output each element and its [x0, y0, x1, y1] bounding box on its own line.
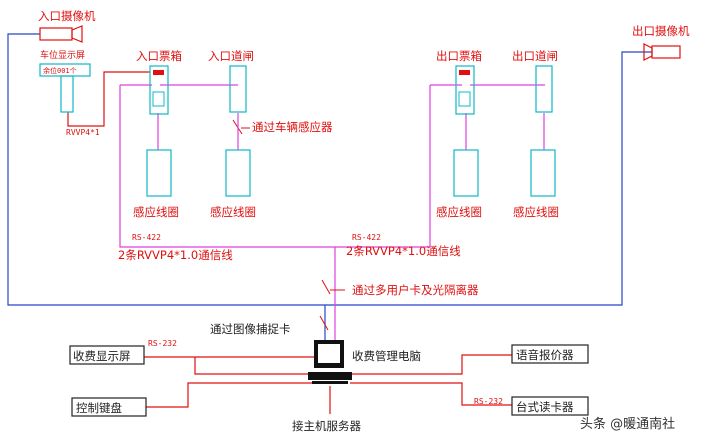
exit-gate-label: 出口道闸 — [512, 49, 558, 63]
watermark: 头条 @暖通南社 — [580, 416, 675, 432]
exit-camera: 出口摄像机 — [632, 24, 690, 61]
entry-ticket-panel — [152, 91, 165, 107]
comm-line-left-label: 2条RVVP4*1.0通信线 — [118, 248, 233, 262]
pc-to-card-reader — [350, 382, 512, 406]
entry-video-line — [7, 33, 326, 340]
pc-to-fee-display — [194, 357, 320, 375]
space-display-label: 车位显示屏 — [40, 49, 85, 61]
pc-keyboard — [312, 381, 348, 384]
exit-gate-body — [535, 65, 553, 113]
loop-2-label: 感应线圈 — [210, 205, 256, 219]
exit-ticket-slot — [459, 70, 470, 75]
loop-1-box — [146, 149, 172, 197]
entry-camera: 入口摄像机 — [38, 9, 96, 43]
comm-bus — [119, 85, 431, 248]
keyboard-frame — [71, 397, 147, 417]
pc-to-keyboard — [146, 382, 320, 408]
space-display-pole — [60, 75, 74, 113]
rs422-left-label: RS-422 — [132, 233, 161, 242]
vehicle-sensor-note: 通过车辆感应器 — [252, 120, 333, 134]
loop-3-box — [453, 149, 479, 197]
exit-ticket-panel — [458, 91, 471, 107]
comm-line-right-label: 2条RVVP4*1.0通信线 — [346, 244, 461, 258]
loop-4-label: 感应线圈 — [513, 205, 559, 219]
entry-ticket-box-body — [149, 65, 169, 115]
card-reader-label: 台式读卡器 — [516, 400, 574, 414]
rs232-left-label: RS-232 — [148, 339, 177, 348]
entry-ticket-slot — [153, 70, 164, 75]
entry-ticket-box: 入口票箱 — [136, 49, 182, 115]
space-display-screen-text: 余位001个 — [43, 66, 77, 75]
loop-4-box — [530, 149, 556, 197]
fee-display: 收费显示屏 — [69, 345, 145, 365]
camera-icon — [39, 25, 83, 43]
server-label: 接主机服务器 — [292, 419, 361, 433]
sensor-wires — [157, 113, 545, 150]
rs232-right-label: RS-232 — [474, 397, 503, 406]
entry-ticket-box-label: 入口票箱 — [136, 49, 182, 63]
comm-lines — [119, 84, 545, 340]
control-lines — [67, 71, 512, 408]
monitor-screen — [318, 344, 340, 363]
pc-base — [308, 372, 352, 380]
pc-label: 收费管理电脑 — [352, 349, 421, 363]
loop-1-label: 感应线圈 — [133, 205, 179, 219]
display-cable-line — [67, 71, 150, 127]
induction-loops — [146, 149, 556, 197]
voice-box: 语音报价器 — [511, 344, 589, 364]
entry-gate-body — [229, 65, 247, 113]
exit-ticket-box-label: 出口票箱 — [436, 49, 482, 63]
fee-display-box — [69, 345, 145, 365]
space-display: 车位显示屏 余位001个 RVVP4*1 — [39, 49, 100, 137]
entry-gate: 入口道闸 通过车辆感应器 — [208, 49, 333, 134]
card-reader-box: 台式读卡器 — [511, 396, 589, 416]
exit-ticket-box: 出口票箱 — [436, 49, 482, 115]
entry-gate-label: 入口道闸 — [208, 49, 254, 63]
isolator-note: 通过多用户卡及光隔离器 — [352, 283, 479, 297]
card-reader-frame — [511, 396, 589, 416]
capture-card-note: 通过图像捕捉卡 — [210, 322, 291, 336]
voice-frame — [511, 344, 589, 364]
exit-ticket-box-body — [455, 65, 475, 115]
video-lines — [7, 33, 652, 340]
display-cable-label: RVVP4*1 — [66, 128, 100, 137]
exit-camera-label: 出口摄像机 — [632, 24, 690, 38]
keyboard-box: 控制键盘 — [71, 397, 147, 417]
computer-icon — [308, 340, 352, 384]
rs422-right-label: RS-422 — [352, 233, 381, 242]
exit-video-line — [325, 51, 652, 306]
pc-to-voice — [350, 354, 512, 375]
loop-2-box — [225, 149, 251, 197]
loop-3-label: 感应线圈 — [436, 205, 482, 219]
fee-display-label: 收费显示屏 — [73, 349, 131, 363]
exit-gate: 出口道闸 — [512, 49, 558, 113]
keyboard-label: 控制键盘 — [76, 401, 122, 415]
voice-label: 语音报价器 — [516, 348, 574, 362]
camera-icon — [643, 43, 681, 61]
entry-camera-label: 入口摄像机 — [38, 9, 96, 23]
